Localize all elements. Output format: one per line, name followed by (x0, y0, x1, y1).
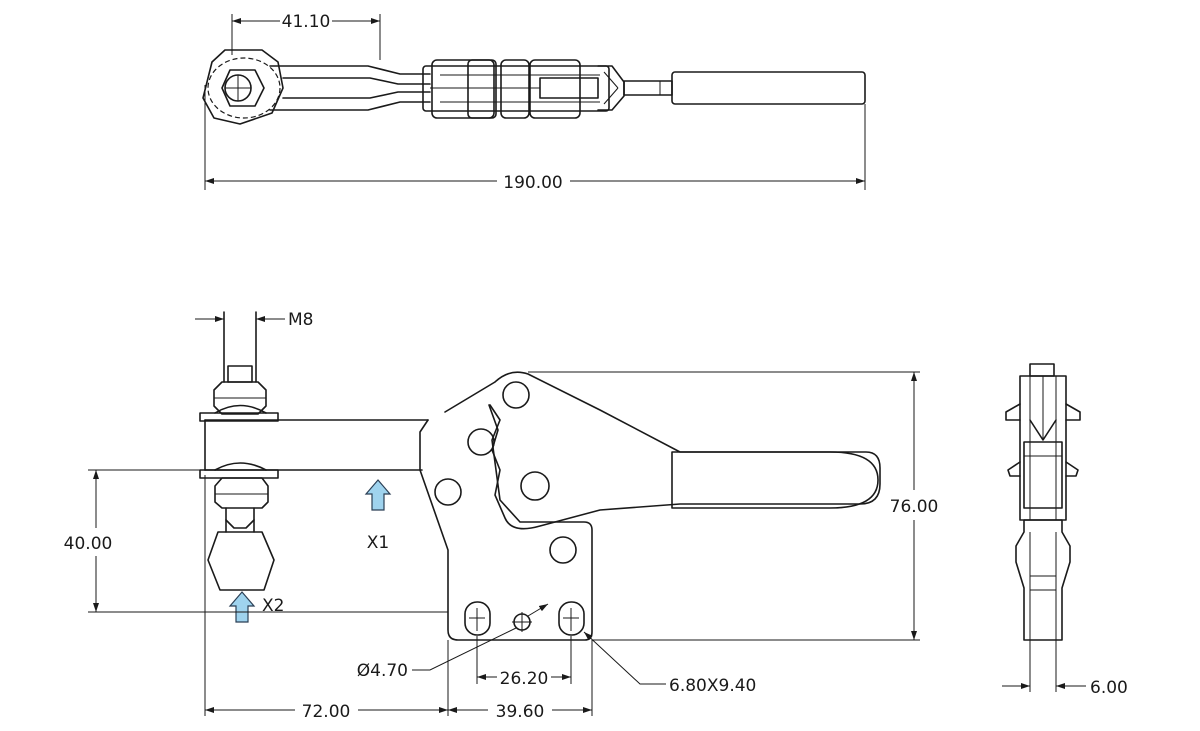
force-arrow-x1 (364, 479, 392, 511)
dim-side-thickness: 6.00 (1090, 678, 1128, 698)
force-arrow-x2 (228, 591, 256, 623)
dim-base-offset: 72.00 (302, 702, 351, 722)
dim-overall-height: 76.00 (890, 497, 939, 517)
dim-top-arm-length: 41.10 (282, 12, 331, 32)
top-view: 41.10 190.00 (202, 12, 866, 193)
dim-hole-spacing: 26.20 (500, 669, 549, 689)
dim-base-width: 39.60 (496, 702, 545, 722)
dim-slot-size: 6.80X9.40 (669, 676, 756, 696)
label-x1: X1 (367, 533, 389, 553)
side-view: 6.00 (1002, 363, 1128, 698)
front-view: X1 X2 M8 40.00 76.00 72.00 39.60 (64, 310, 939, 722)
dim-clamp-height: 40.00 (64, 534, 113, 554)
dim-thread-size: M8 (288, 310, 313, 330)
dim-overall-length: 190.00 (503, 173, 562, 193)
label-x2: X2 (262, 596, 284, 616)
dim-hole-diameter: Ø4.70 (357, 661, 408, 681)
